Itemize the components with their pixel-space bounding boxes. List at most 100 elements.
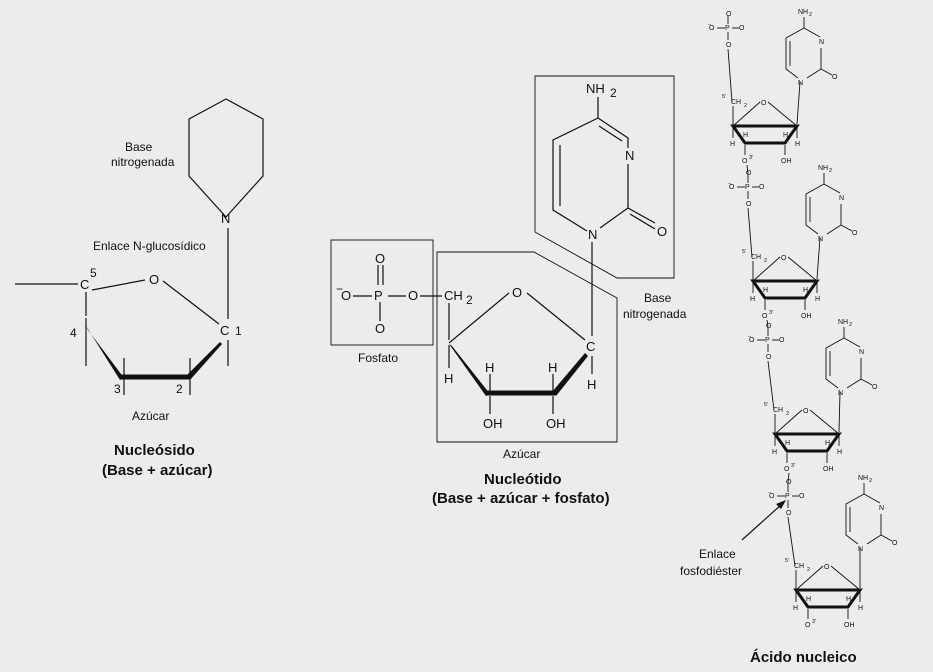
phosphodiester-arrow <box>741 503 783 541</box>
c3-oh: OH <box>483 416 503 431</box>
chain-three-prime: 3' <box>791 463 795 469</box>
base-box <box>534 75 675 279</box>
chain-c3-o: O <box>784 466 790 473</box>
chain-base-n3: N <box>819 39 824 46</box>
chain-sugar-ring <box>793 588 863 609</box>
carbonyl-bond-1 <box>627 207 656 224</box>
chain-c2-oh: OH <box>801 313 812 320</box>
pyrimidine-ring <box>597 117 629 148</box>
c5-number: 5 <box>90 266 97 280</box>
chain-c2-oh: OH <box>823 466 834 473</box>
c1-h: H <box>587 377 596 392</box>
chain-carbonyl-bond <box>820 68 833 76</box>
chain-ch2-sub: 2 <box>786 411 789 417</box>
nucleoside-subtitle: (Base + azúcar) <box>102 462 212 479</box>
chain-carbonyl-o: O <box>892 540 898 547</box>
chain-phosphate-minus: − <box>708 22 711 28</box>
chain-c4-o <box>774 409 803 435</box>
c2-oh: OH <box>546 416 566 431</box>
chain-phosphate-o-minus: O <box>769 493 775 500</box>
chain-nh2-sub: 2 <box>809 12 812 18</box>
chain-ch2-sub: 2 <box>807 567 810 573</box>
chain-backbone <box>767 360 775 411</box>
chain-c4-o <box>732 101 761 127</box>
chain-o-top: O <box>746 170 752 177</box>
chain-phosphorus: P <box>745 184 750 191</box>
chain-ch2: CH <box>731 99 741 106</box>
carbonyl-o: O <box>657 224 667 239</box>
chain-carbonyl-o: O <box>852 230 858 237</box>
ring-bond-o-c1 <box>162 280 220 325</box>
chain-ring-o: O <box>824 564 830 571</box>
chain-phosphate-minus: − <box>728 181 731 187</box>
chain-n-glycosidic <box>796 81 801 125</box>
chain-phosphorus: P <box>765 337 770 344</box>
chain-phosphate-minus: − <box>768 490 771 496</box>
chain-five-prime: 5' <box>764 402 768 408</box>
c1-number: 1 <box>235 324 242 338</box>
c3-h: H <box>485 360 494 375</box>
chain-phosphate-o-minus: O <box>749 337 755 344</box>
chain-ring-o: O <box>803 408 809 415</box>
chain-c2-oh: OH <box>844 622 855 629</box>
chain-c2-h: H <box>846 596 851 603</box>
chain-c4-h: H <box>772 449 777 456</box>
chain-carbonyl-bond <box>860 378 873 386</box>
chain-base-ring-a <box>863 493 881 504</box>
chain-o-c1 <box>830 565 861 591</box>
chain-five-prime: 5' <box>785 558 789 564</box>
chain-base-ring-b <box>866 514 882 545</box>
chain-nh2-sub: 2 <box>869 478 872 484</box>
phosphate-o-bottom: O <box>375 321 385 336</box>
chain-o-top: O <box>786 479 792 486</box>
chain-o-right: O <box>759 184 765 191</box>
nucleotide-subtitle: (Base + azúcar + fosfato) <box>432 490 610 507</box>
chain-carbonyl-bond <box>880 534 893 542</box>
chain-c3-h: H <box>785 440 790 447</box>
chain-o-bottom: O <box>766 354 772 361</box>
c2-h: H <box>548 360 557 375</box>
nucleoside-base-label-1: Base <box>125 140 153 154</box>
chain-o-c1 <box>787 256 818 282</box>
chain-o-bottom: O <box>746 201 752 208</box>
nucleotide-title: Nucleótido <box>484 471 562 488</box>
base-nitrogen: N <box>221 211 230 226</box>
nucleoside-base-label-2: nitrogenada <box>111 155 175 169</box>
phosphate-o-minus: O <box>341 288 351 303</box>
c3-number: 3 <box>114 382 121 396</box>
phosphate-box <box>330 239 434 346</box>
chain-phosphorus: P <box>785 493 790 500</box>
nucleic-acid-title: Ácido nucleico <box>750 649 857 666</box>
chain-c1-h: H <box>858 605 863 612</box>
chain-base-n1: N <box>858 546 863 553</box>
c4-number: 4 <box>70 326 77 340</box>
sugar-box <box>436 251 618 443</box>
chain-c1-h: H <box>795 141 800 148</box>
ch2-label: CH <box>444 288 463 303</box>
chain-carbonyl-o: O <box>832 74 838 81</box>
chain-ch2-sub: 2 <box>764 258 767 264</box>
chain-o-bottom: O <box>726 42 732 49</box>
chain-c4-h: H <box>730 141 735 148</box>
chain-base-ring-c <box>825 337 845 389</box>
chain-c1-h: H <box>837 449 842 456</box>
ring-bond-c4-o <box>91 279 146 291</box>
sugar-c1: C <box>586 339 595 354</box>
chain-base-ring-c <box>785 27 805 79</box>
chain-three-prime: 3' <box>769 310 773 316</box>
chain-c4-h: H <box>750 296 755 303</box>
chain-3-5-link <box>766 319 769 328</box>
chain-carbonyl-bond <box>840 224 853 232</box>
chain-nh2: NH <box>838 319 848 326</box>
chain-base-n1: N <box>838 390 843 397</box>
ring-n3: N <box>625 148 634 163</box>
c4-h: H <box>444 371 453 386</box>
c5-label: C <box>80 277 89 292</box>
chain-ring-o: O <box>781 255 787 262</box>
chain-backbone <box>747 207 753 258</box>
nucleotide-base-label-2: nitrogenada <box>623 307 687 321</box>
chain-c4-o <box>752 256 781 282</box>
chain-c2-h: H <box>783 132 788 139</box>
chain-ch2: CH <box>751 254 761 261</box>
chain-3-5-link <box>787 472 790 484</box>
